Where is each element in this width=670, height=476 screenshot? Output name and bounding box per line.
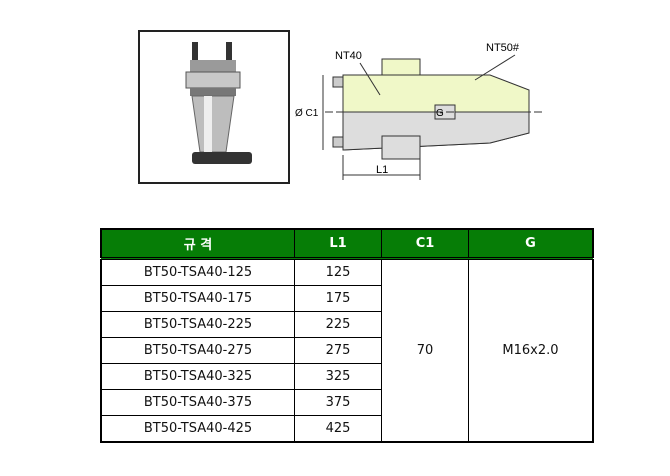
nt50-label: NT50# (486, 42, 520, 54)
spec-cell: BT50-TSA40-125 (100, 258, 295, 286)
g-label: G (436, 108, 444, 119)
spec-cell: BT50-TSA40-375 (100, 389, 295, 416)
spec-cell: BT50-TSA40-175 (100, 285, 295, 312)
c1-cell: 70 (381, 258, 469, 443)
header-c1: C1 (381, 228, 469, 260)
spec-cell: BT50-TSA40-225 (100, 311, 295, 338)
spec-cell: BT50-TSA40-425 (100, 415, 295, 443)
c1-label: Ø C1 (295, 108, 319, 119)
header-g: G (468, 228, 594, 260)
l1-cell: 325 (294, 363, 382, 390)
l1-cell: 225 (294, 311, 382, 338)
spec-cell: BT50-TSA40-325 (100, 363, 295, 390)
l1-cell: 275 (294, 337, 382, 364)
l1-label: L1 (376, 164, 388, 176)
spec-table: 규 격 L1 C1 G BT50-TSA40-125 125 70 M16x2.… (100, 228, 594, 443)
header-spec: 규 격 (100, 228, 295, 260)
l1-cell: 425 (294, 415, 382, 443)
nt40-label: NT40 (335, 50, 362, 62)
l1-cell: 125 (294, 258, 382, 286)
table-header-row: 규 격 L1 C1 G (100, 228, 594, 260)
technical-drawing: NT40 NT50# Ø C1 L1 G (295, 42, 545, 180)
header-l1: L1 (294, 228, 382, 260)
l1-cell: 375 (294, 389, 382, 416)
product-photo (138, 30, 290, 184)
g-cell: M16x2.0 (468, 258, 594, 443)
spec-cell: BT50-TSA40-275 (100, 337, 295, 364)
l1-cell: 175 (294, 285, 382, 312)
table-row: BT50-TSA40-125 125 70 M16x2.0 (100, 258, 594, 443)
